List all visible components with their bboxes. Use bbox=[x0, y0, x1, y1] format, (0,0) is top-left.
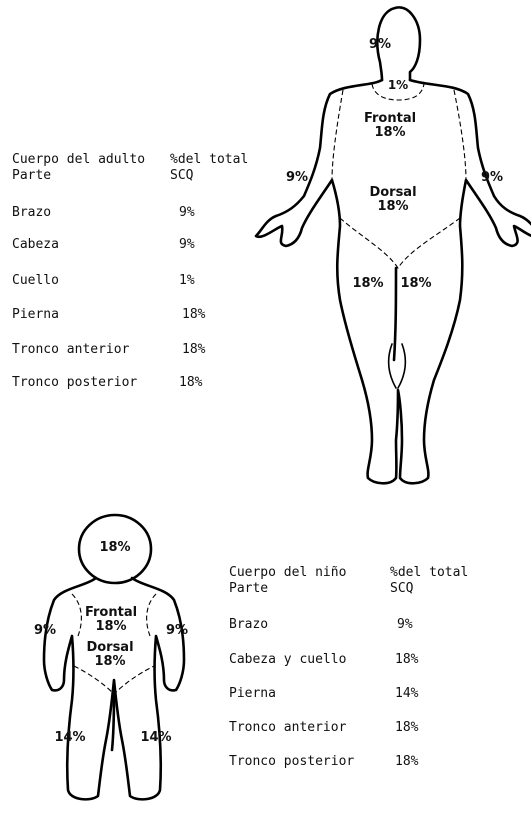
child-label-head: 18% bbox=[95, 541, 135, 555]
child-label-left-arm: 9% bbox=[28, 624, 62, 638]
child-row-pct: 18% bbox=[395, 754, 418, 770]
child-row-part: Tronco posterior bbox=[229, 754, 354, 770]
child-row-part: Tronco anterior bbox=[229, 720, 346, 736]
child-label-left-leg: 14% bbox=[50, 731, 90, 745]
child-torso-divider bbox=[147, 594, 156, 636]
child-row-part: Cabeza y cuello bbox=[229, 652, 346, 668]
child-label-right-leg: 14% bbox=[136, 731, 176, 745]
child-row-pct: 18% bbox=[395, 720, 418, 736]
child-label-right-arm: 9% bbox=[160, 624, 194, 638]
child-row-part: Brazo bbox=[229, 617, 268, 633]
child-label-dorsal: Dorsal 18% bbox=[80, 641, 140, 669]
child-row-pct: 18% bbox=[395, 652, 418, 668]
child-header-pct: %del total SCQ bbox=[390, 565, 468, 597]
child-header-part: Cuerpo del niño Parte bbox=[229, 565, 346, 597]
child-row-pct: 9% bbox=[397, 617, 413, 633]
child-label-frontal: Frontal 18% bbox=[78, 606, 144, 634]
child-row-part: Pierna bbox=[229, 686, 276, 702]
child-row-pct: 14% bbox=[395, 686, 418, 702]
